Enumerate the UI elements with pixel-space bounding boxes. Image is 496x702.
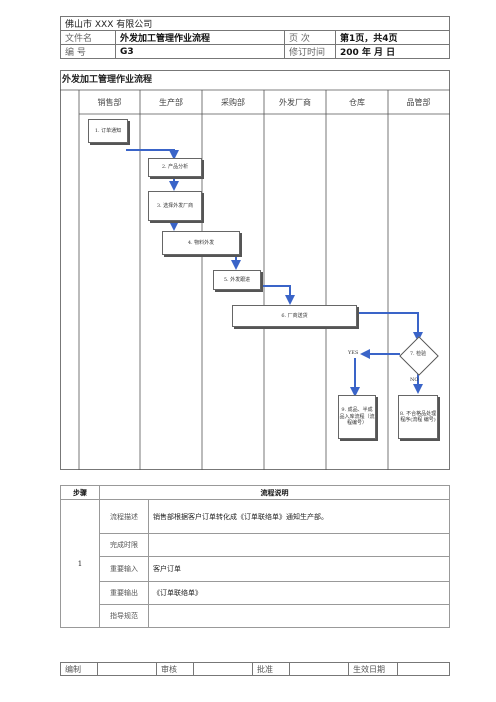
- lane-purchase: 采购部: [221, 97, 245, 107]
- step-inspection-label: 7. 检验: [409, 351, 427, 357]
- step-vendor-delivery: 6. 厂商送货: [232, 305, 357, 327]
- step-material-outsource: 4. 物料外发: [162, 231, 240, 255]
- row-value: [148, 533, 450, 557]
- revise-label: 修订时间: [284, 44, 336, 59]
- lane-vendor: 外发厂商: [279, 97, 311, 107]
- step-nonconforming-handling: 8. 不合格品处理程序(流程 编号): [398, 395, 438, 439]
- row-value: [148, 604, 450, 628]
- step-outsource-followup: 5. 外发跟进: [213, 270, 261, 290]
- lane-warehouse: 仓库: [349, 97, 365, 107]
- step-order-notice: 1. 订单通知: [88, 119, 128, 143]
- flowchart-title: 外发加工管理作业流程: [62, 75, 153, 85]
- step-warehouse-inbound: 9. 成品、半成品入库流程（流程编号）: [338, 395, 376, 439]
- col-step: 步骤: [60, 485, 100, 500]
- code-value: G3: [115, 44, 285, 59]
- col-description: 流程说明: [99, 485, 450, 500]
- lane-qc: 品管部: [406, 97, 431, 107]
- yes-label: YES: [348, 350, 359, 356]
- row-label: 重要输入: [99, 556, 149, 582]
- review-label: 审核: [156, 662, 194, 676]
- row-label: 重要输出: [99, 581, 149, 605]
- lane-sales: 销售部: [97, 97, 122, 107]
- row-value: 销售部根据客户订单转化成《订单联络单》通知生产部。: [148, 499, 450, 534]
- no-label: NO: [410, 377, 419, 383]
- footer-table: 编制 审核 批准 生效日期: [60, 662, 450, 676]
- made-label: 编制: [60, 662, 98, 676]
- step-product-analysis: 2. 产品分析: [148, 158, 202, 177]
- flowchart-frame: [60, 70, 450, 470]
- row-label: 指导规范: [99, 604, 149, 628]
- row-label: 完成时限: [99, 533, 149, 557]
- step-number: 1: [60, 499, 100, 628]
- effective-label: 生效日期: [348, 662, 398, 676]
- step-description-table: 步骤 流程说明 1 流程描述 销售部根据客户订单转化成《订单联络单》通知生产部。…: [60, 485, 450, 628]
- lane-production: 生产部: [159, 97, 183, 107]
- row-label: 流程描述: [99, 499, 149, 534]
- header-table: 佛山市 XXX 有限公司 文件名 外发加工管理作业流程 页 次 第1页，共4页 …: [60, 16, 450, 59]
- code-label: 编 号: [60, 44, 116, 59]
- row-value: 《订单联络单》: [148, 581, 450, 605]
- step-select-vendor: 3. 选择外发厂商: [148, 191, 202, 221]
- row-value: 客户订单: [148, 556, 450, 582]
- approve-label: 批准: [252, 662, 290, 676]
- revise-value: 200 年 月 日: [335, 44, 450, 59]
